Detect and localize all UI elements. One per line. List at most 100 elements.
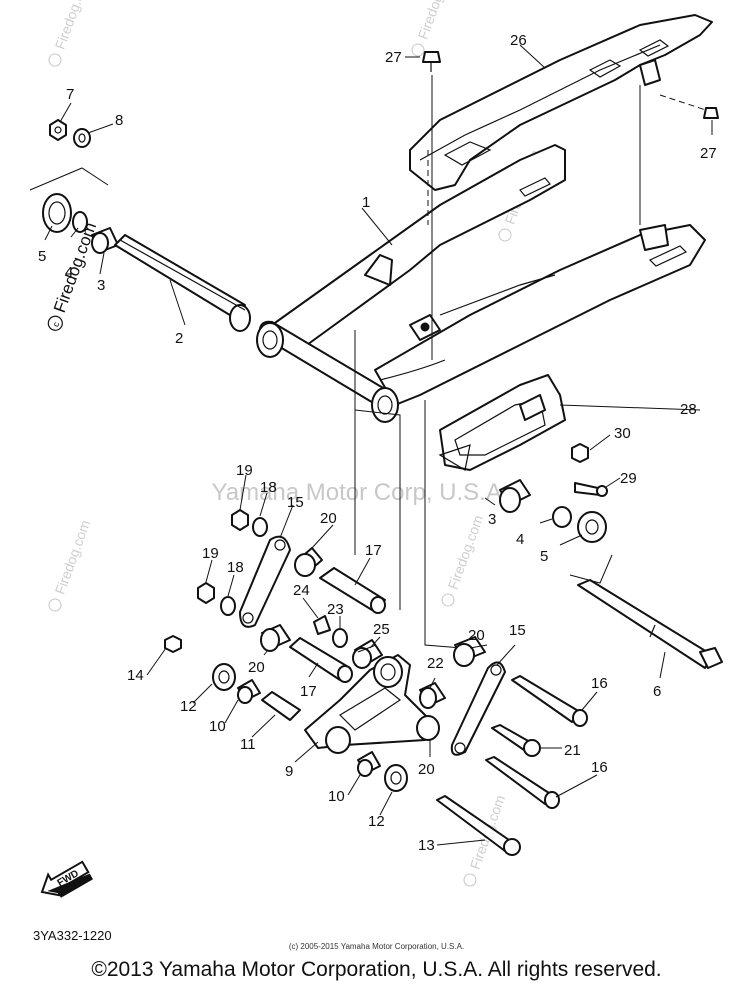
callout-14: 14 (127, 667, 144, 684)
collar-20-mid (260, 624, 291, 652)
callout-29: 29 (620, 470, 637, 487)
chain-guide (438, 374, 566, 471)
bolt-16-lower (485, 756, 560, 809)
callout-10: 10 (328, 788, 345, 805)
callout-18: 18 (227, 559, 244, 576)
bushing-10-lower (357, 751, 381, 777)
callout-26: 26 (510, 32, 527, 49)
callout-27: 27 (700, 145, 717, 162)
watermark-text: Firedog.com (52, 518, 94, 597)
seal-12-lower (384, 764, 408, 792)
thrust-cover-4-left (72, 211, 88, 233)
bolt-27-top (422, 51, 441, 72)
callout-25: 25 (373, 621, 390, 638)
assembly-lines (29, 75, 713, 649)
callout-15: 15 (287, 494, 304, 511)
watermark-text: Firedog.com (52, 0, 94, 51)
callout-6: 6 (653, 683, 661, 700)
callout-labels: 1 2 3 3 4 4 5 5 6 7 8 9 10 10 11 12 12 1… (38, 32, 717, 854)
connecting-rod-15-left (239, 535, 291, 628)
bolt-21 (491, 724, 541, 757)
nut-7 (49, 119, 67, 141)
svg-text:c: c (51, 320, 62, 328)
bolt-13 (436, 795, 521, 856)
swing-arm (256, 144, 706, 423)
callout-5: 5 (540, 548, 548, 565)
callout-3: 3 (97, 277, 105, 294)
bushing-10-left (237, 679, 261, 704)
callout-4: 4 (65, 264, 73, 281)
bolt-29 (574, 482, 608, 497)
callout-24: 24 (293, 582, 310, 599)
washer-8 (73, 128, 91, 148)
bushing-3-left (91, 227, 119, 254)
callout-28: 28 (680, 401, 697, 418)
callout-11: 11 (240, 736, 256, 753)
callout-12: 12 (368, 813, 385, 830)
watermark-text: Firedog.com (415, 0, 457, 41)
callout-17: 17 (365, 542, 382, 559)
callout-3: 3 (488, 511, 496, 528)
nut-30 (571, 443, 589, 463)
collar-20-upper (294, 547, 323, 577)
fwd-arrow: FWD (40, 860, 93, 898)
thrust-cover-4-right (552, 506, 572, 528)
callout-2: 2 (175, 330, 183, 347)
callout-21: 21 (564, 742, 581, 759)
callout-10: 10 (209, 718, 226, 735)
callout-9: 9 (285, 763, 293, 780)
collar-20-right (453, 636, 486, 667)
callout-17: 17 (300, 683, 317, 700)
copyright-main: ©2013 Yamaha Motor Corporation, U.S.A. A… (91, 958, 662, 981)
oil-seal-23 (332, 628, 348, 648)
callout-19: 19 (202, 545, 219, 562)
watermark-text: Firedog.com (445, 513, 487, 592)
connecting-rod-15-right (450, 661, 506, 756)
callout-12: 12 (180, 698, 197, 715)
nipple-24 (313, 615, 331, 635)
seal-5-left (42, 193, 72, 233)
callout-13: 13 (418, 837, 435, 854)
bearing-25 (352, 639, 383, 669)
nut-14 (164, 635, 182, 653)
callout-22: 22 (427, 655, 444, 672)
bushing-3-right (499, 479, 531, 513)
seal-12-left (212, 663, 236, 691)
callout-5: 5 (38, 248, 46, 265)
callout-7: 7 (66, 86, 74, 103)
washer-18-upper (252, 517, 268, 537)
callout-15: 15 (509, 622, 526, 639)
callout-20: 20 (418, 761, 435, 778)
nut-19-lower (197, 582, 215, 604)
chain-case (409, 14, 713, 191)
seal-5-right (577, 511, 607, 543)
callout-27: 27 (385, 49, 402, 66)
collar-17-upper (319, 567, 386, 614)
bolt-16-upper (511, 675, 588, 727)
callout-20: 20 (468, 627, 485, 644)
watermark-center: Yamaha Motor Corp, U.S.A. (212, 479, 509, 506)
diagram-code: 3YA332-1220 (33, 928, 112, 943)
bolt-27-right (703, 107, 719, 119)
callout-8: 8 (115, 112, 123, 129)
collar-20-relay (419, 682, 446, 709)
pivot-shaft-2 (114, 234, 251, 332)
relay-arm-9 (304, 654, 440, 754)
callout-20: 20 (320, 510, 337, 527)
callout-1: 1 (362, 194, 370, 211)
leader-lines (44, 44, 713, 846)
washer-18-lower (220, 596, 236, 616)
callout-30: 30 (614, 425, 631, 442)
callout-23: 23 (327, 601, 344, 618)
callout-18: 18 (260, 479, 277, 496)
collar-11 (261, 691, 301, 721)
nut-19-upper (231, 509, 249, 531)
pivot-bolt-6 (577, 579, 723, 669)
callout-16: 16 (591, 759, 608, 776)
callout-20: 20 (248, 659, 265, 676)
collar-17-lower (289, 637, 353, 683)
callout-4: 4 (516, 531, 524, 548)
copyright-small: (c) 2005-2015 Yamaha Motor Corporation, … (288, 942, 465, 951)
callout-19: 19 (236, 462, 253, 479)
